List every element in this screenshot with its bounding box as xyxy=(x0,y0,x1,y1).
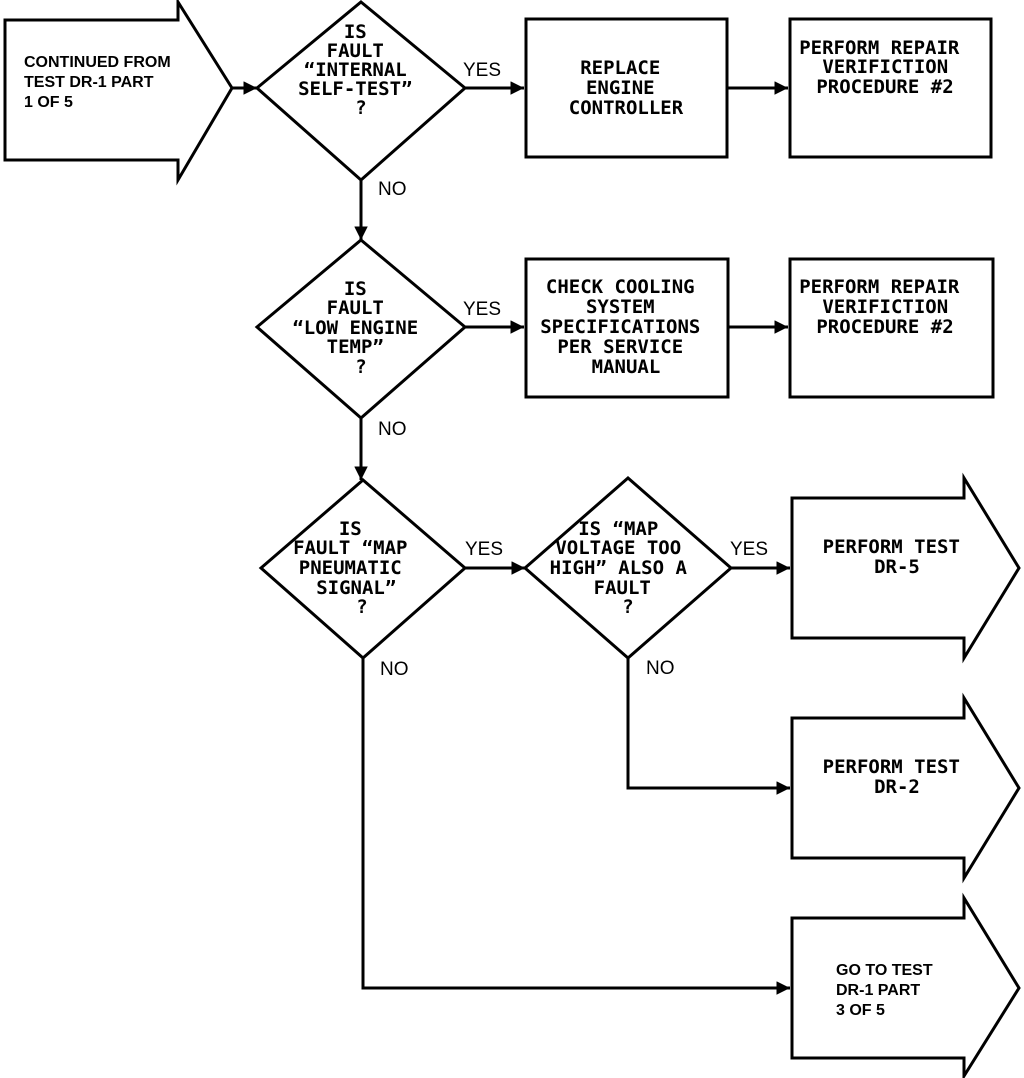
test-dr5-line: PERFORM TEST xyxy=(823,536,960,558)
q-internal-line: ? xyxy=(355,97,366,119)
check-cooling-line: CHECK COOLING xyxy=(546,276,695,298)
q-internal-text: IS FAULT “INTERNAL SELF-TEST” ? xyxy=(298,21,424,119)
node-texts: CONTINUED FROM TEST DR-1 PART 1 OF 5 IS … xyxy=(24,21,972,1019)
shapes xyxy=(3,0,1021,1078)
check-cooling-line: MANUAL xyxy=(592,356,661,378)
verify-1-text: PERFORM REPAIR VERIFICTION PROCEDURE #2 xyxy=(799,37,971,98)
start-text-line: 1 OF 5 xyxy=(24,94,73,111)
q-map-voltage-line: FAULT xyxy=(594,577,651,599)
check-cooling-text: CHECK COOLING SYSTEM SPECIFICATIONS PER … xyxy=(540,276,712,378)
q-map-pneumatic-text: IS FAULT “MAP PNEUMATIC SIGNAL” ? xyxy=(293,518,419,618)
edge-labels: YES NO YES NO YES NO YES NO xyxy=(378,60,768,680)
q-low-temp-text: IS FAULT “LOW ENGINE TEMP” ? xyxy=(292,278,429,378)
verify-1-line: VERIFICTION xyxy=(822,56,948,78)
q-map-pneumatic-line: PNEUMATIC xyxy=(299,557,402,579)
q-internal-line: “INTERNAL xyxy=(304,59,407,81)
verify-2-text: PERFORM REPAIR VERIFICTION PROCEDURE #2 xyxy=(799,276,971,338)
replace-controller-text: REPLACE ENGINE CONTROLLER xyxy=(569,57,684,119)
q-internal-line: FAULT xyxy=(327,40,384,62)
edge-q4-no xyxy=(626,658,790,795)
q-map-voltage-line: HIGH” ALSO A xyxy=(550,557,688,579)
check-cooling-line: SPECIFICATIONS xyxy=(540,316,700,338)
verify-1-line: PERFORM REPAIR xyxy=(799,37,960,59)
q-map-voltage-line: ? xyxy=(622,596,633,618)
q-map-voltage-text: IS “MAP VOLTAGE TOO HIGH” ALSO A FAULT ? xyxy=(550,518,699,618)
decision-low-engine-temp xyxy=(254,238,468,420)
label-no-low-temp: NO xyxy=(378,419,407,440)
check-cooling-line: SYSTEM xyxy=(586,296,655,318)
start-text: CONTINUED FROM TEST DR-1 PART 1 OF 5 xyxy=(24,54,175,111)
goto-part3-line: 3 OF 5 xyxy=(836,1002,885,1019)
test-dr2-line: DR-2 xyxy=(874,776,920,798)
q-internal-line: IS xyxy=(344,21,367,43)
label-yes-map-pneumatic: YES xyxy=(465,539,503,560)
q-internal-line: SELF-TEST” xyxy=(298,78,412,100)
q-map-voltage-line: IS “MAP xyxy=(578,518,658,540)
replace-controller-line: ENGINE xyxy=(586,77,655,99)
verify-2-line: PERFORM REPAIR xyxy=(799,276,960,298)
terminal-test-dr5-shape xyxy=(790,472,1021,664)
test-dr2-line: PERFORM TEST xyxy=(823,756,960,778)
label-no-map-pneumatic: NO xyxy=(380,659,409,680)
start-text-line: CONTINUED FROM xyxy=(24,54,171,71)
goto-part3-text: GO TO TEST DR-1 PART 3 OF 5 xyxy=(836,962,937,1019)
terminal-test-dr2-shape xyxy=(790,692,1021,884)
box-verify-1 xyxy=(788,17,993,159)
decision-internal-self-test xyxy=(254,0,468,183)
label-no-map-voltage: NO xyxy=(646,658,675,679)
q-map-voltage-line: VOLTAGE TOO xyxy=(555,537,681,559)
start-text-line: TEST DR-1 PART xyxy=(24,74,154,91)
check-cooling-line: PER SERVICE xyxy=(557,336,683,358)
q-map-pneumatic-line: IS xyxy=(339,518,362,540)
verify-2-line: PROCEDURE #2 xyxy=(816,316,953,338)
goto-part3-line: DR-1 PART xyxy=(836,982,920,999)
goto-part3-line: GO TO TEST xyxy=(836,962,933,979)
label-yes-map-voltage: YES xyxy=(730,539,768,560)
q-map-pneumatic-line: FAULT “MAP xyxy=(293,537,407,559)
label-yes-internal: YES xyxy=(463,60,501,81)
q-map-pneumatic-line: SIGNAL” xyxy=(316,577,396,599)
q-low-temp-line: TEMP” xyxy=(327,336,384,358)
replace-controller-line: CONTROLLER xyxy=(569,97,684,119)
box-verify-2 xyxy=(788,257,995,399)
decision-map-pneumatic xyxy=(258,478,468,661)
q-low-temp-line: FAULT xyxy=(327,297,384,319)
test-dr5-text: PERFORM TEST DR-5 xyxy=(823,536,972,578)
verify-1-line: PROCEDURE #2 xyxy=(816,76,953,98)
q-low-temp-line: ? xyxy=(355,356,366,378)
q-low-temp-line: “LOW ENGINE xyxy=(292,317,418,339)
test-dr2-text: PERFORM TEST DR-2 xyxy=(823,756,972,798)
q-low-temp-line: IS xyxy=(344,278,367,300)
label-yes-low-temp: YES xyxy=(463,299,501,320)
edge-q3-no xyxy=(361,658,790,995)
q-map-pneumatic-line: ? xyxy=(356,596,367,618)
terminal-goto-part3-shape xyxy=(790,892,1021,1078)
label-no-internal: NO xyxy=(378,179,407,200)
start-arrow-shape xyxy=(3,0,234,186)
replace-controller-line: REPLACE xyxy=(580,57,660,79)
test-dr5-line: DR-5 xyxy=(874,556,920,578)
box-replace-controller xyxy=(524,17,729,159)
decision-map-voltage xyxy=(522,476,734,660)
verify-2-line: VERIFICTION xyxy=(822,296,948,318)
box-check-cooling xyxy=(524,257,730,399)
connectors xyxy=(232,81,790,995)
